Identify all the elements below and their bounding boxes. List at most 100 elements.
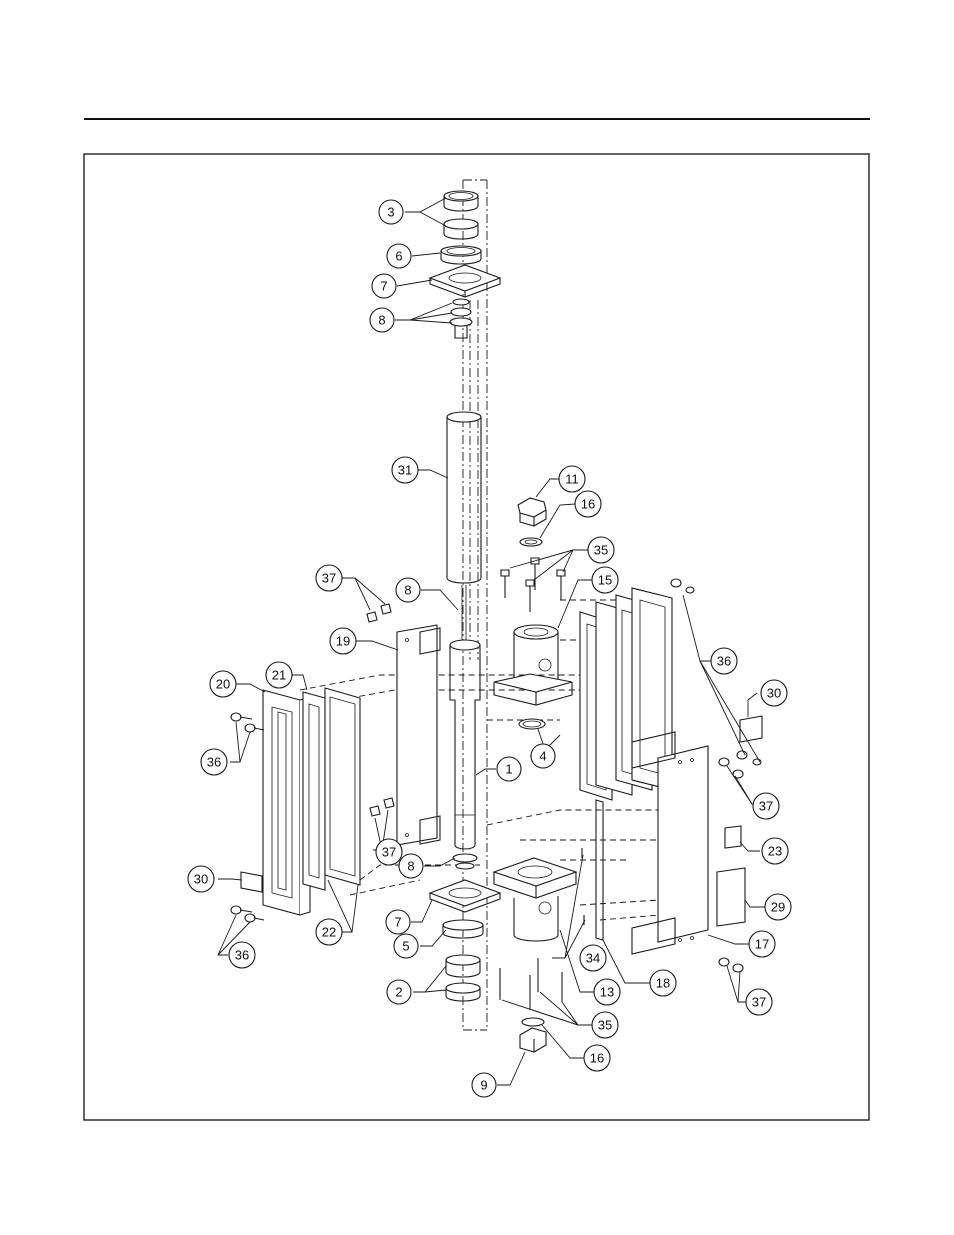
callout-36-upper-right: 36 (711, 648, 737, 674)
svg-text:7: 7 (394, 915, 401, 930)
callout-6: 6 (387, 244, 411, 268)
callout-37-upper-left: 37 (316, 565, 342, 591)
callout-37-right-lower: 37 (746, 989, 772, 1015)
part-11-hex-plug (518, 498, 546, 526)
callout-29: 29 (765, 894, 791, 920)
callout-37-right-upper: 37 (753, 793, 779, 819)
svg-text:34: 34 (586, 951, 600, 966)
svg-text:8: 8 (404, 583, 411, 598)
callout-35-lower: 35 (592, 1012, 618, 1038)
callout-20: 20 (210, 671, 236, 697)
callout-36-left-lower: 36 (229, 942, 255, 968)
svg-text:36: 36 (717, 654, 731, 669)
svg-text:16: 16 (590, 1051, 604, 1066)
callout-7-lower: 7 (386, 910, 410, 934)
callout-31: 31 (392, 457, 418, 483)
part-22-window-panel (325, 688, 360, 885)
callout-30-left: 30 (188, 866, 214, 892)
callout-8-upper: 8 (370, 308, 394, 332)
svg-text:30: 30 (194, 872, 208, 887)
svg-text:16: 16 (581, 497, 595, 512)
part-17-side-plate-right (632, 732, 708, 954)
svg-text:4: 4 (539, 749, 546, 764)
part-1-rod (450, 640, 480, 849)
callout-18: 18 (650, 970, 676, 996)
callout-21: 21 (266, 662, 292, 688)
part-3-seal-upper (444, 191, 478, 239)
part-30-label-left (241, 872, 262, 892)
callout-11: 11 (559, 466, 585, 492)
svg-text:37: 37 (752, 995, 766, 1010)
svg-text:11: 11 (565, 472, 579, 487)
callout-3: 3 (379, 200, 403, 224)
part-13-lower-block (494, 858, 576, 941)
part-6-bearing-upper (441, 246, 481, 264)
part-15-upper-block (494, 625, 572, 705)
svg-text:9: 9 (480, 1078, 487, 1093)
callout-23: 23 (762, 838, 788, 864)
svg-text:20: 20 (216, 677, 230, 692)
callout-36-left-upper: 36 (201, 749, 227, 775)
callout-35-upper: 35 (588, 537, 614, 563)
svg-text:5: 5 (402, 939, 409, 954)
part-35-bolts-upper (501, 558, 565, 612)
callout-19: 19 (330, 628, 356, 654)
svg-text:37: 37 (322, 571, 336, 586)
svg-text:6: 6 (395, 249, 402, 264)
callouts: 3 6 7 8 31 11 16 35 37 8 15 19 36 21 20 … (188, 200, 791, 1097)
part-23-label (725, 826, 741, 848)
callout-1: 1 (497, 757, 521, 781)
svg-text:8: 8 (407, 859, 414, 874)
svg-text:37: 37 (382, 845, 396, 860)
callout-37-left-lower: 37 (376, 839, 402, 865)
svg-text:2: 2 (395, 985, 402, 1000)
callout-7-upper: 7 (372, 274, 396, 298)
svg-text:1: 1 (505, 762, 512, 777)
part-2-seal-lower (446, 955, 480, 1001)
part-8-nut-washer-lower (453, 854, 477, 869)
leader-lines (218, 198, 765, 1085)
svg-text:36: 36 (235, 948, 249, 963)
svg-text:17: 17 (755, 937, 769, 952)
callout-8-lower: 8 (399, 854, 423, 878)
callout-2: 2 (387, 980, 411, 1004)
callout-13: 13 (594, 979, 620, 1005)
callout-9: 9 (472, 1073, 496, 1097)
part-30-label-right (740, 716, 762, 742)
callout-30-right: 30 (761, 680, 787, 706)
svg-text:21: 21 (272, 668, 286, 683)
callout-17: 17 (749, 931, 775, 957)
svg-text:29: 29 (771, 900, 785, 915)
svg-text:31: 31 (398, 463, 412, 478)
part-9-hex-plug-lower (520, 1028, 546, 1052)
svg-text:36: 36 (207, 755, 221, 770)
svg-text:23: 23 (768, 844, 782, 859)
part-29-label (717, 868, 745, 926)
svg-text:19: 19 (336, 634, 350, 649)
callout-4: 4 (531, 744, 555, 768)
part-16-washer-lower (522, 1018, 544, 1026)
svg-text:8: 8 (378, 313, 385, 328)
svg-text:30: 30 (767, 686, 781, 701)
part-7-flange-upper (430, 265, 500, 297)
svg-text:37: 37 (759, 799, 773, 814)
callout-22: 22 (316, 919, 342, 945)
part-16-washer-upper (520, 538, 542, 546)
callout-34: 34 (580, 945, 606, 971)
svg-text:7: 7 (380, 279, 387, 294)
svg-text:15: 15 (598, 573, 612, 588)
callout-16-lower: 16 (584, 1045, 610, 1071)
part-19-side-plate-left (397, 625, 440, 845)
part-31-tube (447, 412, 481, 640)
callout-5: 5 (394, 934, 418, 958)
svg-text:35: 35 (598, 1018, 612, 1033)
svg-text:3: 3 (387, 205, 394, 220)
part-21-gasket (303, 692, 325, 890)
svg-text:22: 22 (322, 925, 336, 940)
callout-16-upper: 16 (575, 491, 601, 517)
part-4-oring (519, 719, 545, 729)
svg-text:13: 13 (600, 985, 614, 1000)
svg-text:18: 18 (656, 976, 670, 991)
part-7-flange-lower (430, 880, 500, 912)
